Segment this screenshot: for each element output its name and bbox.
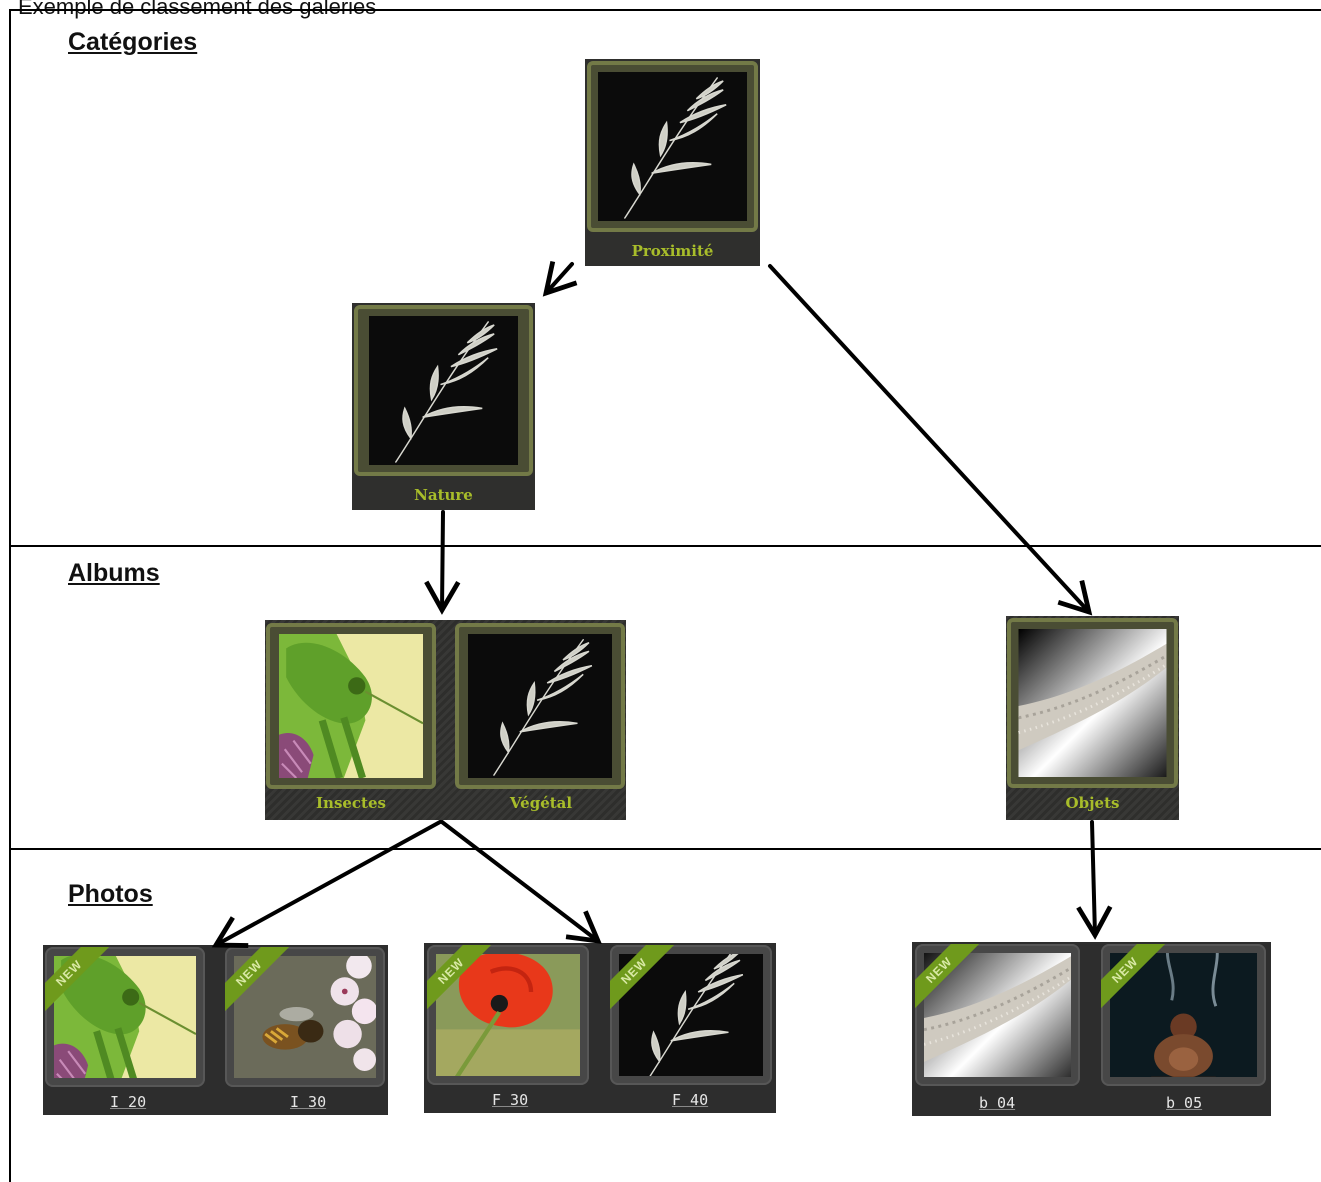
album-group-nature: Insectes Végétal xyxy=(265,620,626,820)
photo-card-i30[interactable]: NEW xyxy=(225,947,385,1087)
section-title-categories: Catégories xyxy=(68,28,198,56)
arrow-albums-to-vegetal-photos xyxy=(440,820,602,944)
arrow-albums-to-insectes-photos xyxy=(211,820,442,948)
album-label: Objets xyxy=(1065,794,1120,812)
section-title-photos: Photos xyxy=(68,880,153,908)
section-divider-photos xyxy=(9,848,1321,850)
album-label: Végétal xyxy=(509,794,573,812)
photo-card-b05[interactable]: NEW xyxy=(1101,944,1266,1086)
photo-group-objets: NEW b 04 NEW b 05 xyxy=(912,942,1271,1116)
photo-caption[interactable]: b 04 xyxy=(979,1094,1016,1112)
photo-caption[interactable]: I 30 xyxy=(290,1093,327,1111)
photo-caption[interactable]: F 30 xyxy=(492,1091,529,1109)
photo-group-insectes: NEW I 20 NEW I 30 xyxy=(43,945,388,1115)
photo-group-vegetal: NEW F 30 NEW F 40 xyxy=(424,943,776,1113)
diagram-frame xyxy=(9,9,1321,1182)
section-divider-albums xyxy=(9,545,1321,547)
category-thumbnail-frame xyxy=(587,61,758,232)
category-tile-proximite[interactable]: Proximité xyxy=(585,59,760,266)
album-label: Insectes xyxy=(316,794,386,812)
photo-caption[interactable]: F 40 xyxy=(672,1091,709,1109)
arrow-objets-to-photos xyxy=(1076,820,1113,940)
photo-caption[interactable]: I 20 xyxy=(110,1093,147,1111)
photo-card-b04[interactable]: NEW xyxy=(915,944,1080,1086)
arrow-nature-to-albums xyxy=(424,510,461,615)
arrow-proximite-to-objets xyxy=(768,264,1093,616)
category-label: Proximité xyxy=(631,242,714,260)
photo-card-f40[interactable]: NEW xyxy=(610,945,772,1085)
category-thumbnail-frame xyxy=(354,305,533,476)
album-tile-insectes[interactable] xyxy=(266,623,436,789)
photo-card-f30[interactable]: NEW xyxy=(427,945,589,1085)
category-label: Nature xyxy=(414,486,473,504)
photo-caption[interactable]: b 05 xyxy=(1166,1094,1203,1112)
section-title-albums: Albums xyxy=(68,559,160,587)
photo-card-i20[interactable]: NEW xyxy=(45,947,205,1087)
album-thumbnail-frame xyxy=(1007,618,1178,788)
arrow-proximite-to-nature xyxy=(542,260,578,297)
category-tile-nature[interactable]: Nature xyxy=(352,303,535,510)
album-tile-objets[interactable]: Objets xyxy=(1006,616,1179,820)
album-tile-vegetal[interactable] xyxy=(455,623,625,789)
